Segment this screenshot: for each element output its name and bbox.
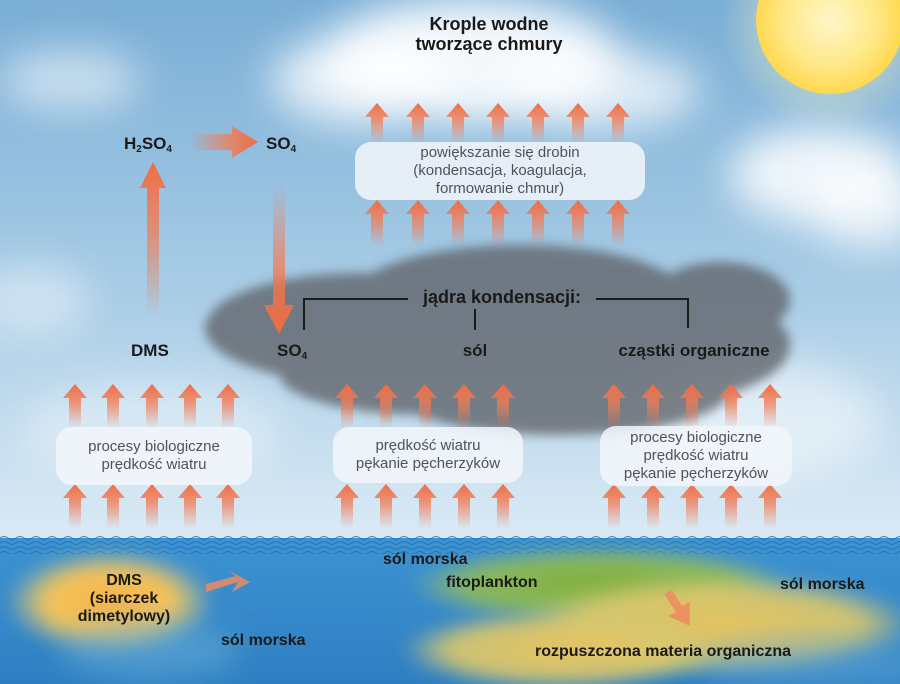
nuclei-so4-part: SO [277, 341, 302, 360]
growth-upper-arrow-5 [526, 103, 550, 143]
h2so4-label: H2SO4 [124, 134, 172, 155]
h2so4-to-so4-arrow [190, 126, 258, 158]
growth-line1: powiększanie się drobin [420, 144, 580, 162]
cloud-title-line2: tworzące chmury [415, 34, 563, 55]
dms-ocean-line1: DMS [106, 572, 142, 589]
growth-lower-arrow-4 [486, 200, 510, 246]
growth-upper-arrow-3 [446, 103, 470, 143]
growth-process-box: powiększanie się drobin (kondensacja, ko… [355, 142, 645, 200]
nuclei-salt-label: sól [462, 341, 488, 360]
so4-top-label: SO4 [266, 134, 297, 155]
right-box-line1: procesy biologiczne [630, 429, 762, 447]
dms-ocean-label: DMS (siarczek dimetylowy) [64, 572, 184, 626]
h2so4-part-h: H [124, 134, 137, 153]
right-lower-arrow-5 [758, 484, 782, 528]
left-lower-arrow-3 [140, 484, 164, 528]
left-upper-arrow-5 [216, 384, 240, 428]
left-upper-arrow-1 [63, 384, 87, 428]
middle-lower-arrow-3 [413, 484, 437, 528]
right-box-line3: pękanie pęcherzyków [623, 464, 769, 482]
growth-lower-arrow-3 [446, 200, 470, 246]
right-upper-arrow-2 [641, 384, 665, 428]
right-lower-arrow-2 [641, 484, 665, 528]
nuclei-so4-label: SO4 [277, 341, 308, 362]
growth-upper-arrow-2 [406, 103, 430, 143]
h2so4-part-so: SO [141, 134, 167, 153]
middle-upper-arrow-4 [452, 384, 476, 428]
left-lower-arrow-2 [101, 484, 125, 528]
middle-upper-arrow-1 [335, 384, 359, 428]
middle-upper-arrow-5 [491, 384, 515, 428]
nuclei-title: jądra kondensacji: [422, 287, 582, 307]
sun-icon [720, 0, 900, 130]
left-upper-arrow-4 [178, 384, 202, 428]
right-upper-arrow-5 [758, 384, 782, 428]
right-lower-arrow-4 [719, 484, 743, 528]
dms-to-h2so4-arrow [140, 162, 166, 318]
growth-lower-arrow-7 [606, 200, 630, 246]
dms-ocean-line2: (siarczek [89, 589, 159, 607]
right-lower-arrow-1 [602, 484, 626, 528]
so4-top-sub: 4 [290, 144, 297, 155]
growth-lower-arrow-2 [406, 200, 430, 246]
dms-atmosphere-label: DMS [131, 341, 169, 360]
growth-lower-arrow-1 [365, 200, 389, 246]
left-lower-arrow-1 [63, 484, 87, 528]
dissolved-organic-label: rozpuszczona materia organiczna [535, 643, 792, 660]
cloud-droplets-title: Krople wodne tworzące chmury [384, 14, 594, 54]
growth-upper-arrow-6 [566, 103, 590, 143]
middle-process-box: prędkość wiatru pękanie pęcherzyków [333, 427, 523, 483]
sea-salt-top-label: sól morska [383, 551, 468, 568]
h2so4-sub-2: 2 [136, 144, 142, 155]
growth-upper-arrow-7 [606, 103, 630, 143]
middle-upper-arrow-2 [374, 384, 398, 428]
growth-upper-arrow-1 [365, 103, 389, 143]
h2so4-sub-4: 4 [166, 144, 172, 155]
right-upper-arrow-4 [719, 384, 743, 428]
so4-down-arrow [264, 185, 294, 334]
phytoplankton-label: fitoplankton [446, 574, 538, 591]
growth-line2: (kondensacja, koagulacja, [413, 162, 587, 180]
right-box-line2: prędkość wiatru [643, 447, 749, 465]
nuclei-so4-sub: 4 [301, 351, 308, 362]
left-process-box: procesy biologiczne prędkość wiatru [56, 427, 252, 485]
left-upper-arrow-2 [101, 384, 125, 428]
left-upper-arrow-3 [140, 384, 164, 428]
growth-lower-arrow-5 [526, 200, 550, 246]
dms-ocean-line3: dimetylowy) [77, 607, 171, 625]
so4-top-part: SO [266, 134, 291, 153]
sea-salt-right-label: sól morska [780, 576, 865, 593]
middle-lower-arrow-5 [491, 484, 515, 528]
phytoplankton-arrow [664, 590, 690, 626]
dms-ocean-arrow [206, 570, 250, 592]
middle-box-line1: prędkość wiatru [375, 437, 481, 455]
right-upper-arrow-3 [680, 384, 704, 428]
arrows-layer [63, 103, 782, 626]
middle-box-line2: pękanie pęcherzyków [355, 455, 501, 472]
nuclei-organic-label: cząstki organiczne [618, 341, 770, 360]
middle-lower-arrow-2 [374, 484, 398, 528]
right-upper-arrow-1 [602, 384, 626, 428]
nuclei-bracket [303, 298, 689, 330]
sea-salt-left-label: sól morska [221, 632, 306, 649]
middle-lower-arrow-4 [452, 484, 476, 528]
right-process-box: procesy biologiczne prędkość wiatru pęka… [600, 426, 792, 486]
ocean [0, 536, 900, 684]
cloud-title-line1: Krople wodne [429, 14, 549, 34]
right-lower-arrow-3 [680, 484, 704, 528]
left-lower-arrow-4 [178, 484, 202, 528]
growth-lower-arrow-6 [566, 200, 590, 246]
left-lower-arrow-5 [216, 484, 240, 528]
growth-line3: formowanie chmur) [435, 179, 565, 197]
left-box-line1: procesy biologiczne [88, 438, 220, 456]
left-box-line2: prędkość wiatru [101, 456, 207, 473]
middle-upper-arrow-3 [413, 384, 437, 428]
middle-lower-arrow-1 [335, 484, 359, 528]
growth-upper-arrow-4 [486, 103, 510, 143]
